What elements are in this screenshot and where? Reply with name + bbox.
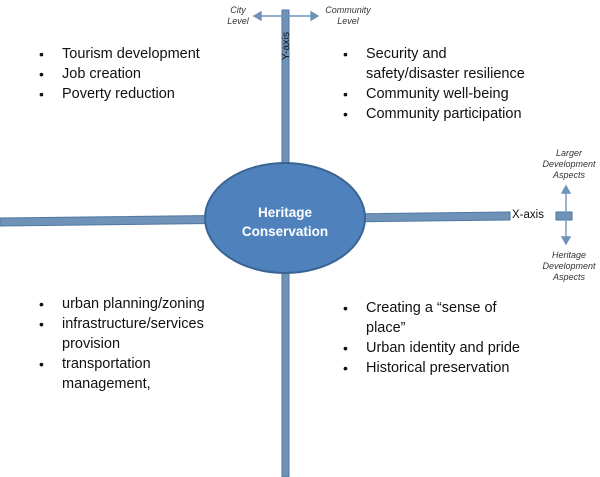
list-item: Community well-being [340, 84, 540, 104]
center-label-line2: Conservation [241, 224, 329, 239]
list-item: infrastructure/services provision [36, 314, 236, 354]
list-item: transportation management, [36, 354, 236, 394]
list-item: Historical preservation [340, 358, 540, 378]
larger-development-label: Larger Development Aspects [538, 148, 600, 181]
heritage-development-label: Heritage Development Aspects [538, 250, 600, 283]
community-level-label: Community Level [318, 5, 378, 27]
city-level-label: City Level [222, 5, 254, 27]
list-item: urban planning/zoning [36, 294, 236, 314]
list-item: Creating a “sense of place” [340, 298, 540, 338]
y-axis-label: Y-axis [280, 31, 292, 61]
quadrant-bottom-left: urban planning/zoning infrastructure/ser… [36, 294, 236, 394]
list-item: Poverty reduction [36, 84, 236, 104]
list-item: Job creation [36, 64, 236, 84]
list-item: Community participation [340, 104, 540, 124]
x-axis-stub [555, 211, 573, 221]
list-item: Tourism development [36, 44, 236, 64]
city-level-text: City Level [227, 5, 249, 26]
center-ellipse [204, 162, 366, 274]
horizontal-double-arrow-icon [252, 10, 320, 22]
list-item: Urban identity and pride [340, 338, 540, 358]
list-item: Security and safety/disaster resilience [340, 44, 540, 84]
quadrant-bottom-right: Creating a “sense of place” Urban identi… [340, 298, 540, 378]
quadrant-top-right: Security and safety/disaster resilience … [340, 44, 540, 124]
center-label-line1: Heritage [257, 205, 313, 220]
larger-development-text: Larger Development Aspects [542, 148, 596, 180]
x-axis-label: X-axis [512, 209, 544, 221]
heritage-development-text: Heritage Development Aspects [542, 250, 596, 282]
quadrant-top-left: Tourism development Job creation Poverty… [36, 44, 236, 104]
vertical-double-arrow-icon [560, 184, 572, 246]
center-label: Heritage Conservation [205, 203, 365, 241]
community-level-text: Community Level [325, 5, 371, 26]
